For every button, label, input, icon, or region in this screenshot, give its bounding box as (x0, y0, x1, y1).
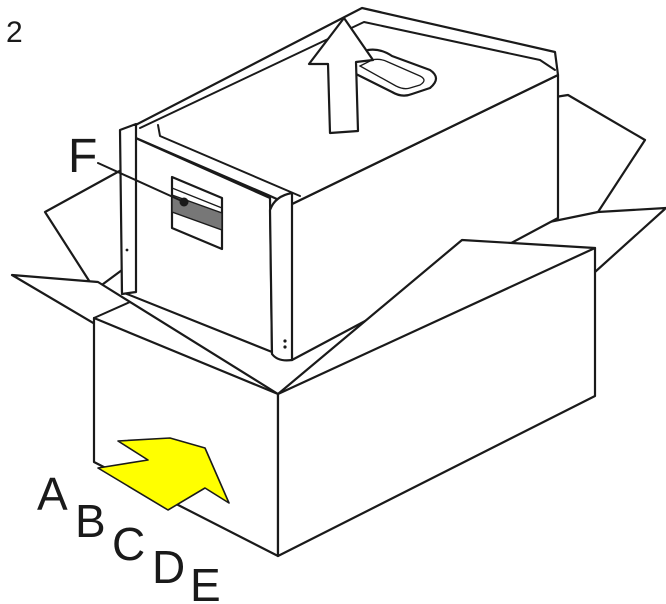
unit-left-screw (125, 248, 129, 252)
carton-top-edge (93, 301, 131, 319)
label-a: A (37, 468, 68, 520)
unit-front-corner-post (268, 191, 294, 362)
unit-handle-inner (358, 58, 425, 90)
label-e: E (190, 559, 221, 604)
up-arrow-icon (307, 16, 375, 135)
yellow-arrow-icon (97, 437, 230, 511)
label-c: C (112, 518, 145, 570)
unit-top-rim (139, 21, 556, 129)
label-d: D (152, 541, 185, 593)
carton-left-flap (43, 166, 127, 292)
label-f-leader (97, 162, 185, 203)
label-f: F (68, 130, 97, 183)
label-b: B (75, 495, 106, 547)
label-f-dot (179, 197, 189, 207)
unit-post-screw-2 (283, 345, 287, 349)
unit-left-post (118, 122, 138, 296)
step-number: 2 (6, 16, 23, 49)
unit-post-screw-1 (283, 339, 287, 343)
carton-box (92, 246, 597, 558)
rating-label-line (171, 187, 223, 209)
unit-top-inner-edge (157, 124, 301, 197)
carton-right-face (276, 246, 597, 558)
